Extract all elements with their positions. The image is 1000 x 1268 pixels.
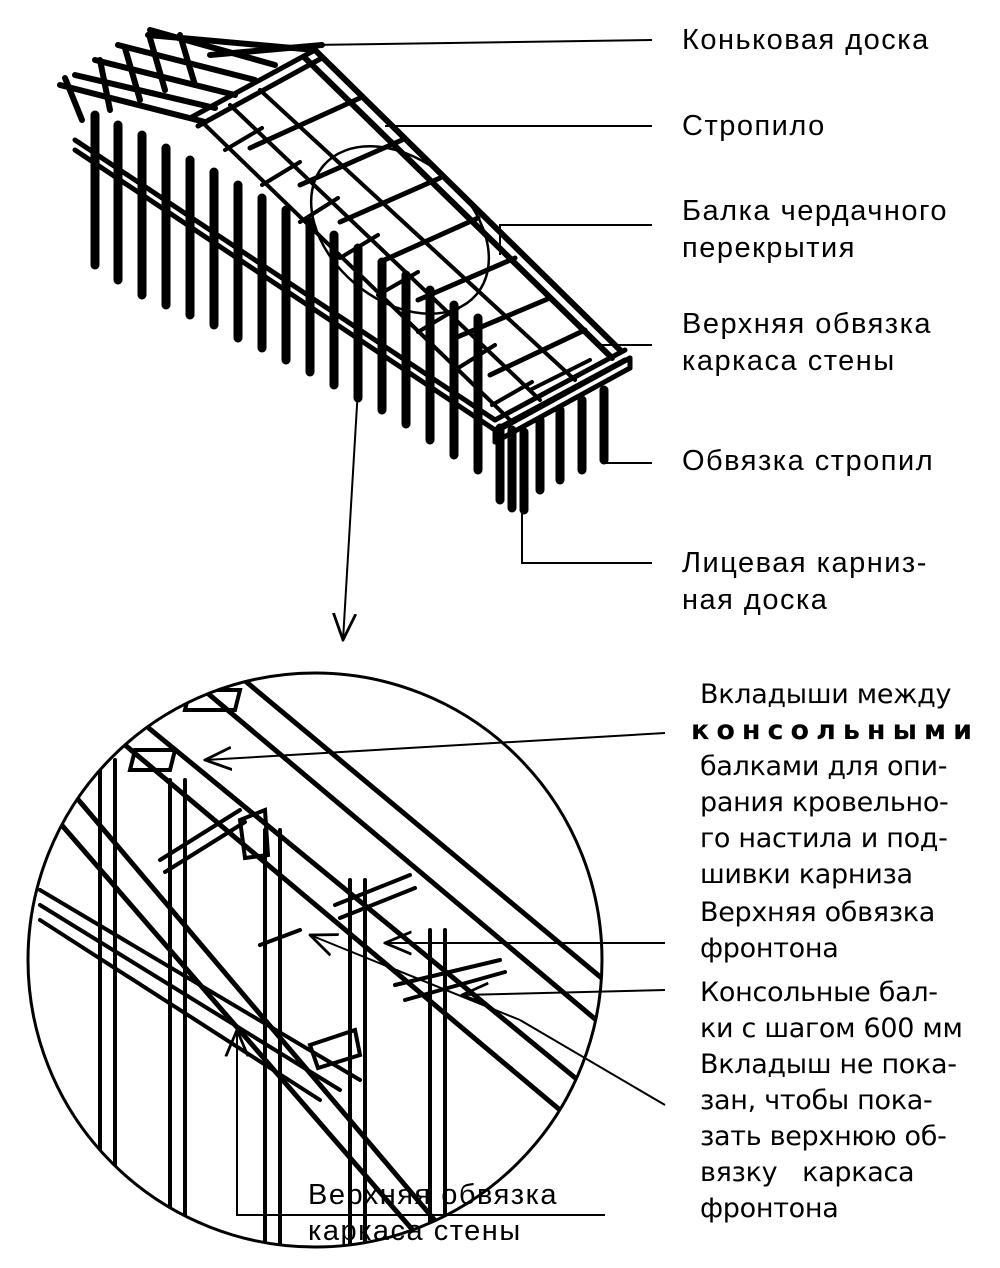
label-not-shown-2: зан, чтобы пока- [700,1085,933,1116]
leader-rafter-header [604,392,652,464]
leader-lines-detail [205,732,666,1216]
leader-ceiling-joist [499,224,652,255]
outriggers-detail [37,673,602,1247]
label-not-shown-5: фронтона [700,1193,839,1224]
label-blocking-4: рания кровельно- [700,787,949,818]
arrow-to-detail [343,354,361,640]
label-fascia-2: ная доска [682,584,829,616]
label-blocking-3: балками для опи- [700,751,948,782]
label-blocking-6: шивки карниза [700,859,913,890]
ceiling-joists [198,88,592,422]
label-rafter-header: Обвязка стропил [682,445,935,477]
label-wall-top-plate-bottom-1: Верхняя обвязка [308,1179,559,1211]
label-outriggers-1: Консольные бал- [700,977,938,1008]
label-not-shown-1: Вкладыш не пока- [700,1049,957,1080]
label-outriggers-2: ки с шагом 600 мм [700,1013,963,1044]
label-ceiling-joist-2: перекрытия [682,232,856,264]
leader-blocking-not-shown [519,1019,666,1106]
leader-fascia [521,465,652,564]
leader-lines-top [309,39,653,640]
label-blocking-2: консольными [691,715,979,746]
leader-blocking [205,732,666,760]
roof-frame-illustration [57,27,633,515]
wall-top-plate [72,137,628,433]
label-blocking-5: го настила и под- [700,823,948,854]
detail-circle-outline [26,671,604,1249]
label-ceiling-joist-1: Балка чердачного [682,195,949,227]
label-wall-top-plate-2: каркаса стены [682,345,896,377]
detail-callout-oval [309,145,491,315]
rafters [187,47,588,378]
label-not-shown-4: вязку каркаса [700,1157,915,1188]
label-fascia-1: Лицевая карниз- [682,547,928,579]
label-wall-top-plate-1: Верхняя обвязка [682,308,933,340]
leader-outriggers [462,990,666,995]
label-rafter: Стропило [682,110,826,142]
blocking-detail [127,688,507,1071]
label-not-shown-3: зать верхнюю об- [700,1121,947,1152]
leader-wall-top-plate-bottom [236,1040,605,1216]
fascia-board [492,355,633,445]
label-gable-top-plate-2: фронтона [700,933,839,964]
leader-blocking-not-shown-b [310,935,521,1021]
detail-circle [26,671,666,1249]
label-blocking-1: Вкладыши между [700,679,952,710]
label-gable-top-plate-1: Верхняя обвязка [700,897,936,928]
label-ridge-board: Коньковая доска [682,24,930,56]
label-wall-top-plate-bottom-2: каркаса стены [308,1215,522,1247]
leader-ridge [309,39,653,46]
gable-top-plate-detail [38,888,362,1102]
